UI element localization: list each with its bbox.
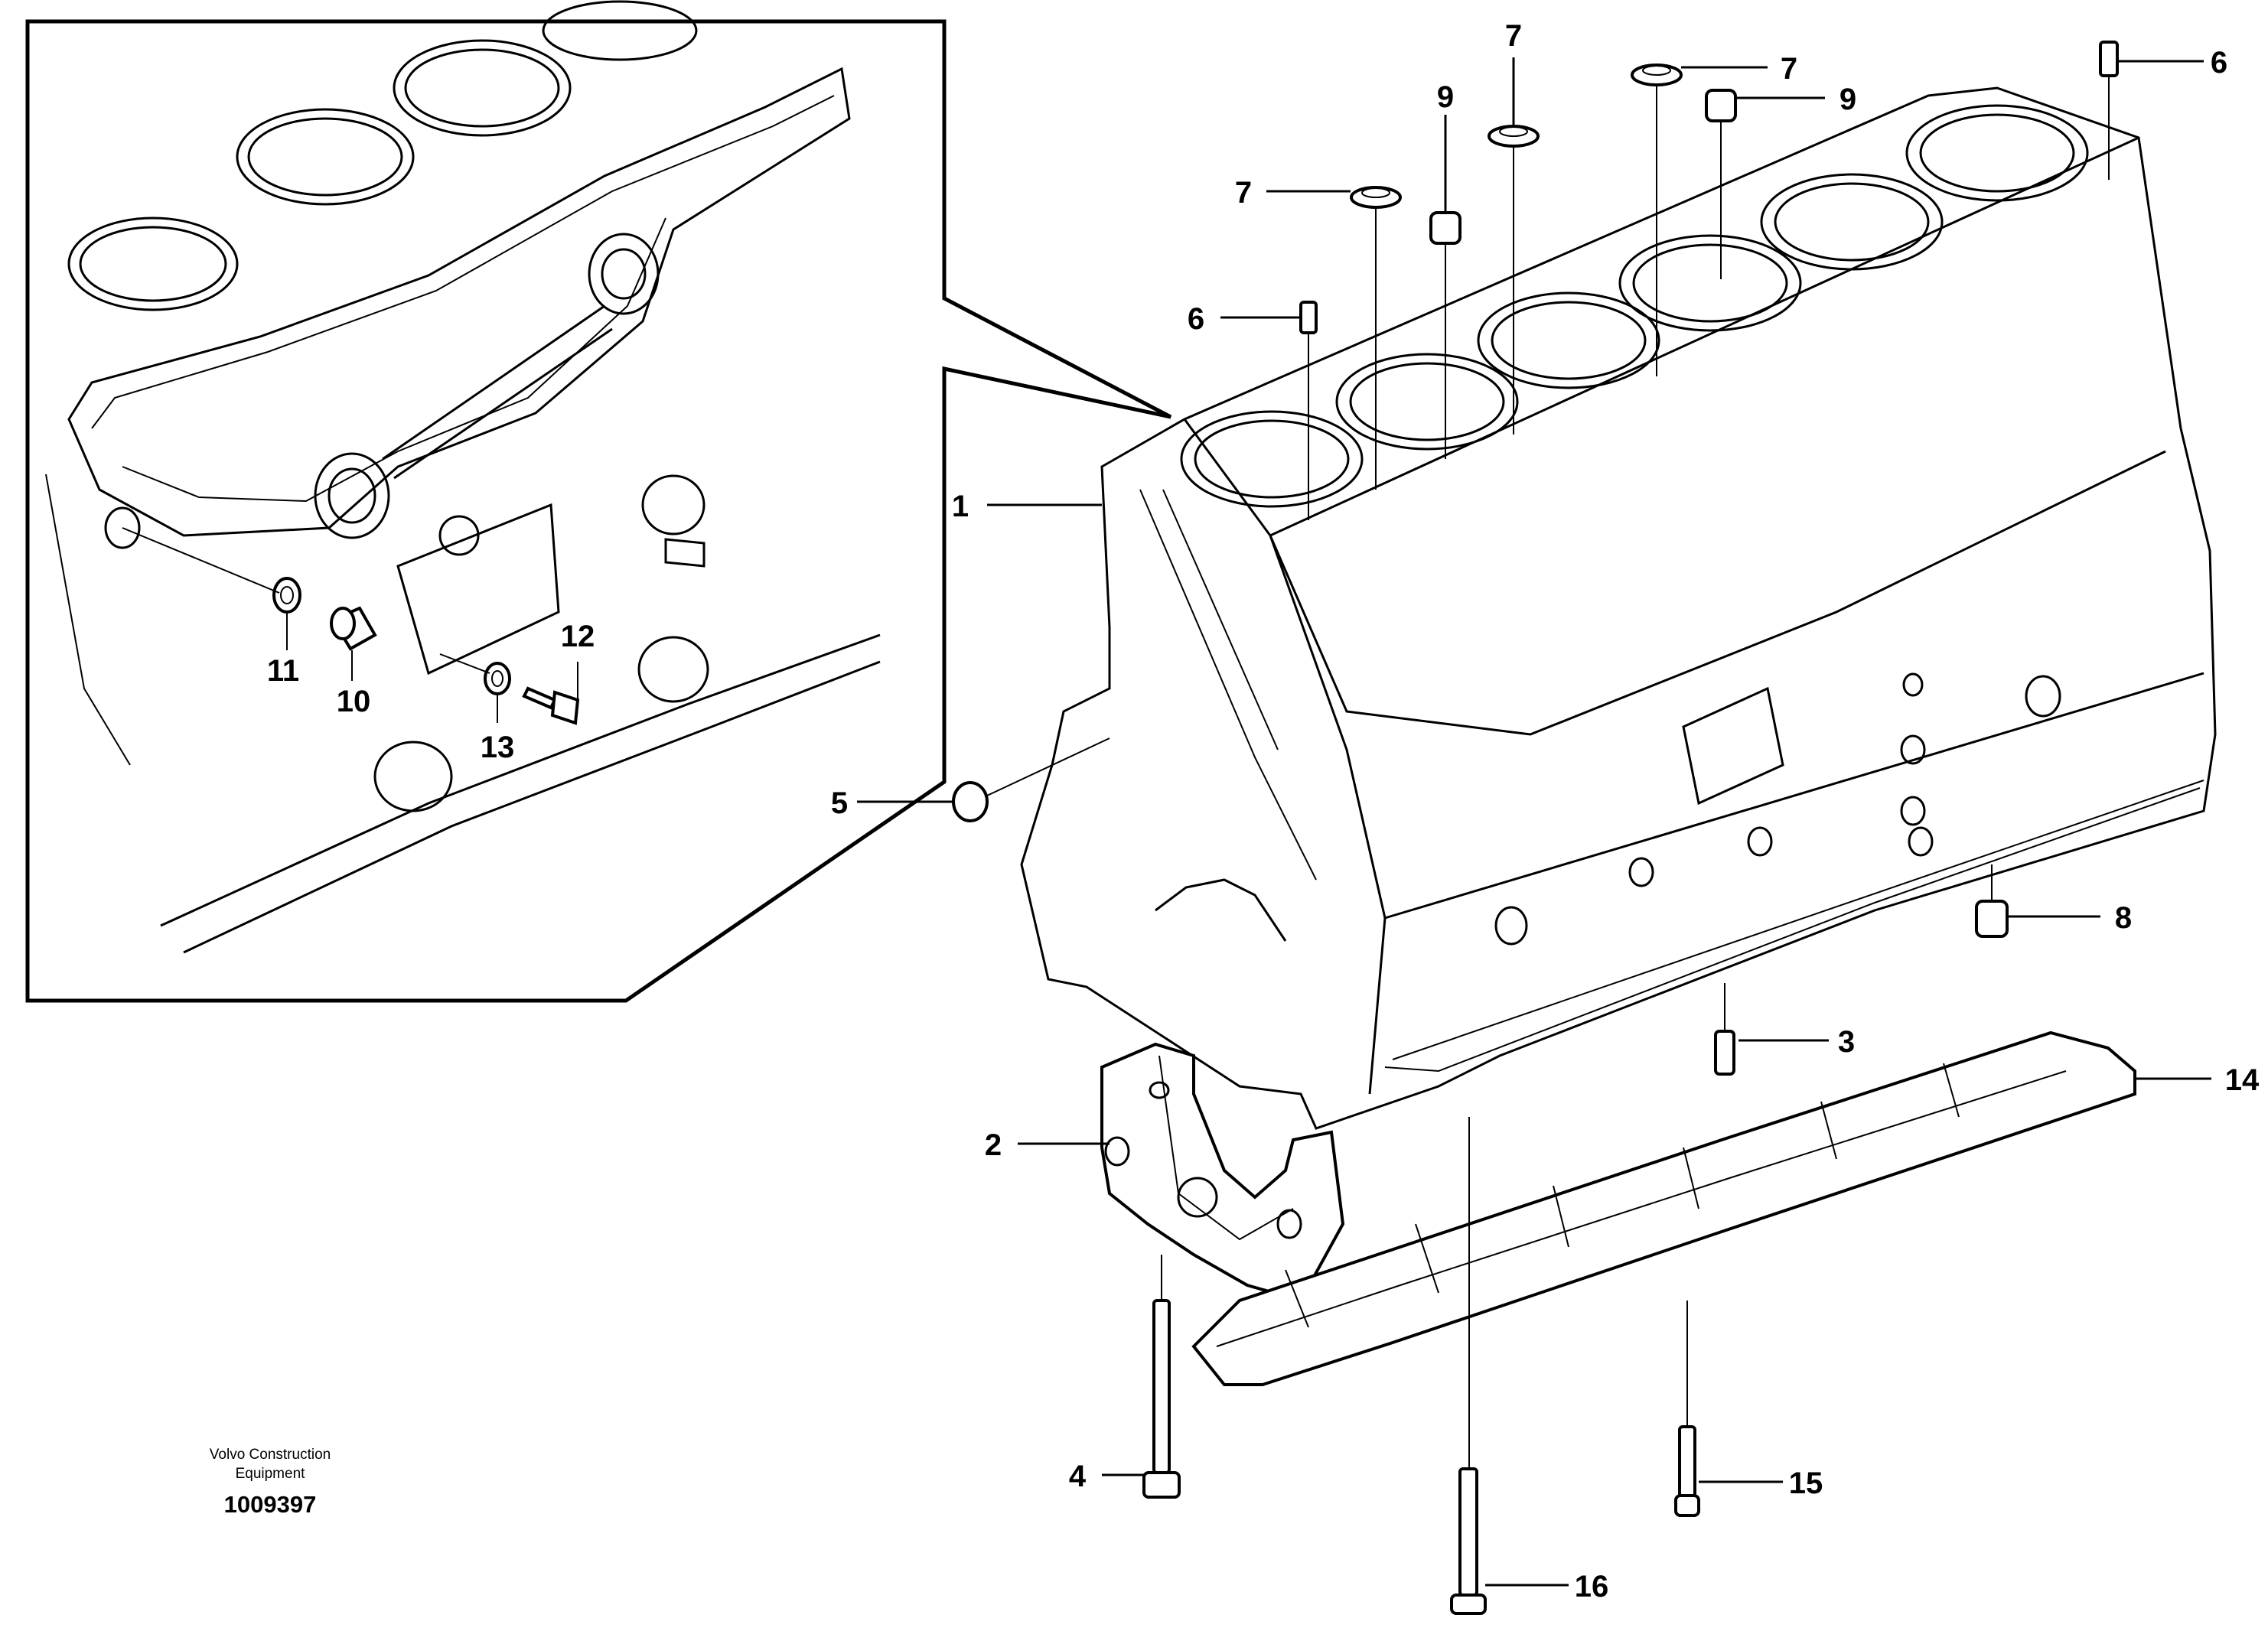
callout-5: 5 (831, 786, 848, 820)
main-bearing-cap (1100, 1042, 1345, 1303)
callout-16: 16 (1575, 1570, 1609, 1603)
callout-9-left: 9 (1437, 80, 1454, 114)
part-6-dowel-left (1299, 301, 1318, 520)
publisher-line-2: Equipment (236, 1466, 306, 1482)
part-7-sleeve-c (1631, 63, 1683, 376)
callout-6-left: 6 (1188, 302, 1204, 336)
callout-11: 11 (267, 654, 299, 688)
drawing-number: 1009397 (224, 1491, 317, 1518)
callout-12: 12 (561, 620, 595, 653)
callout-6-right: 6 (2211, 46, 2227, 80)
part-9-plug-b (1705, 89, 1737, 279)
part-5-bushing (952, 737, 1110, 822)
callout-15: 15 (1789, 1467, 1823, 1500)
inset-block-rail (45, 474, 881, 954)
part-3-dowel (1714, 983, 1735, 1076)
callout-14: 14 (2225, 1063, 2260, 1097)
detail-inset-frame (25, 19, 1172, 1003)
part-9-plug-a (1429, 211, 1461, 459)
part-7-sleeve-b (1488, 125, 1540, 435)
inset-part-12-bolt (522, 686, 580, 725)
inset-part-13-washer (484, 662, 511, 695)
publisher-line-1: Volvo Construction (210, 1447, 331, 1463)
callout-7-middle: 7 (1505, 19, 1522, 53)
callout-3: 3 (1838, 1025, 1855, 1059)
inset-part-10-plug (330, 606, 377, 651)
callout-labels: 1 2 3 4 5 6 6 7 7 7 8 9 9 10 11 12 13 14… (267, 19, 2260, 1603)
part-15-bolt (1674, 1301, 1700, 1517)
cylinder-bores (1180, 104, 2089, 508)
part-16-bolt (1450, 1117, 1487, 1615)
callout-2: 2 (985, 1128, 1002, 1162)
part-8-plug (1975, 864, 2009, 938)
block-side-bosses (1494, 672, 2061, 946)
cylinder-block-outline (1020, 86, 2217, 1130)
bedplate-frame (1191, 1030, 2136, 1386)
callout-8: 8 (2115, 901, 2132, 935)
callout-1: 1 (952, 490, 969, 523)
part-7-sleeve-a (1350, 186, 1402, 490)
callout-9-right: 9 (1839, 83, 1856, 116)
callout-10: 10 (337, 685, 371, 718)
inset-cooler-surface (67, 67, 851, 539)
callout-7-right: 7 (1781, 52, 1797, 86)
bedplate-ribs (1285, 1063, 1960, 1328)
callout-4: 4 (1069, 1460, 1087, 1493)
detail-inset (25, 0, 1172, 1003)
inset-part-11-seal-ring (272, 577, 301, 614)
callout-leaders (857, 57, 2211, 1587)
drawing-footer: Volvo Construction Equipment 1009397 (210, 1447, 331, 1518)
callout-13: 13 (481, 731, 515, 764)
part-4-bolt (1142, 1255, 1181, 1499)
inset-cylinder-bores (67, 0, 698, 311)
inset-leader-lines (122, 527, 578, 723)
inset-bosses (104, 474, 709, 812)
callout-7-left: 7 (1235, 176, 1252, 210)
cylinder-block (1020, 86, 2217, 1130)
part-6-dowel-right (2099, 41, 2119, 180)
